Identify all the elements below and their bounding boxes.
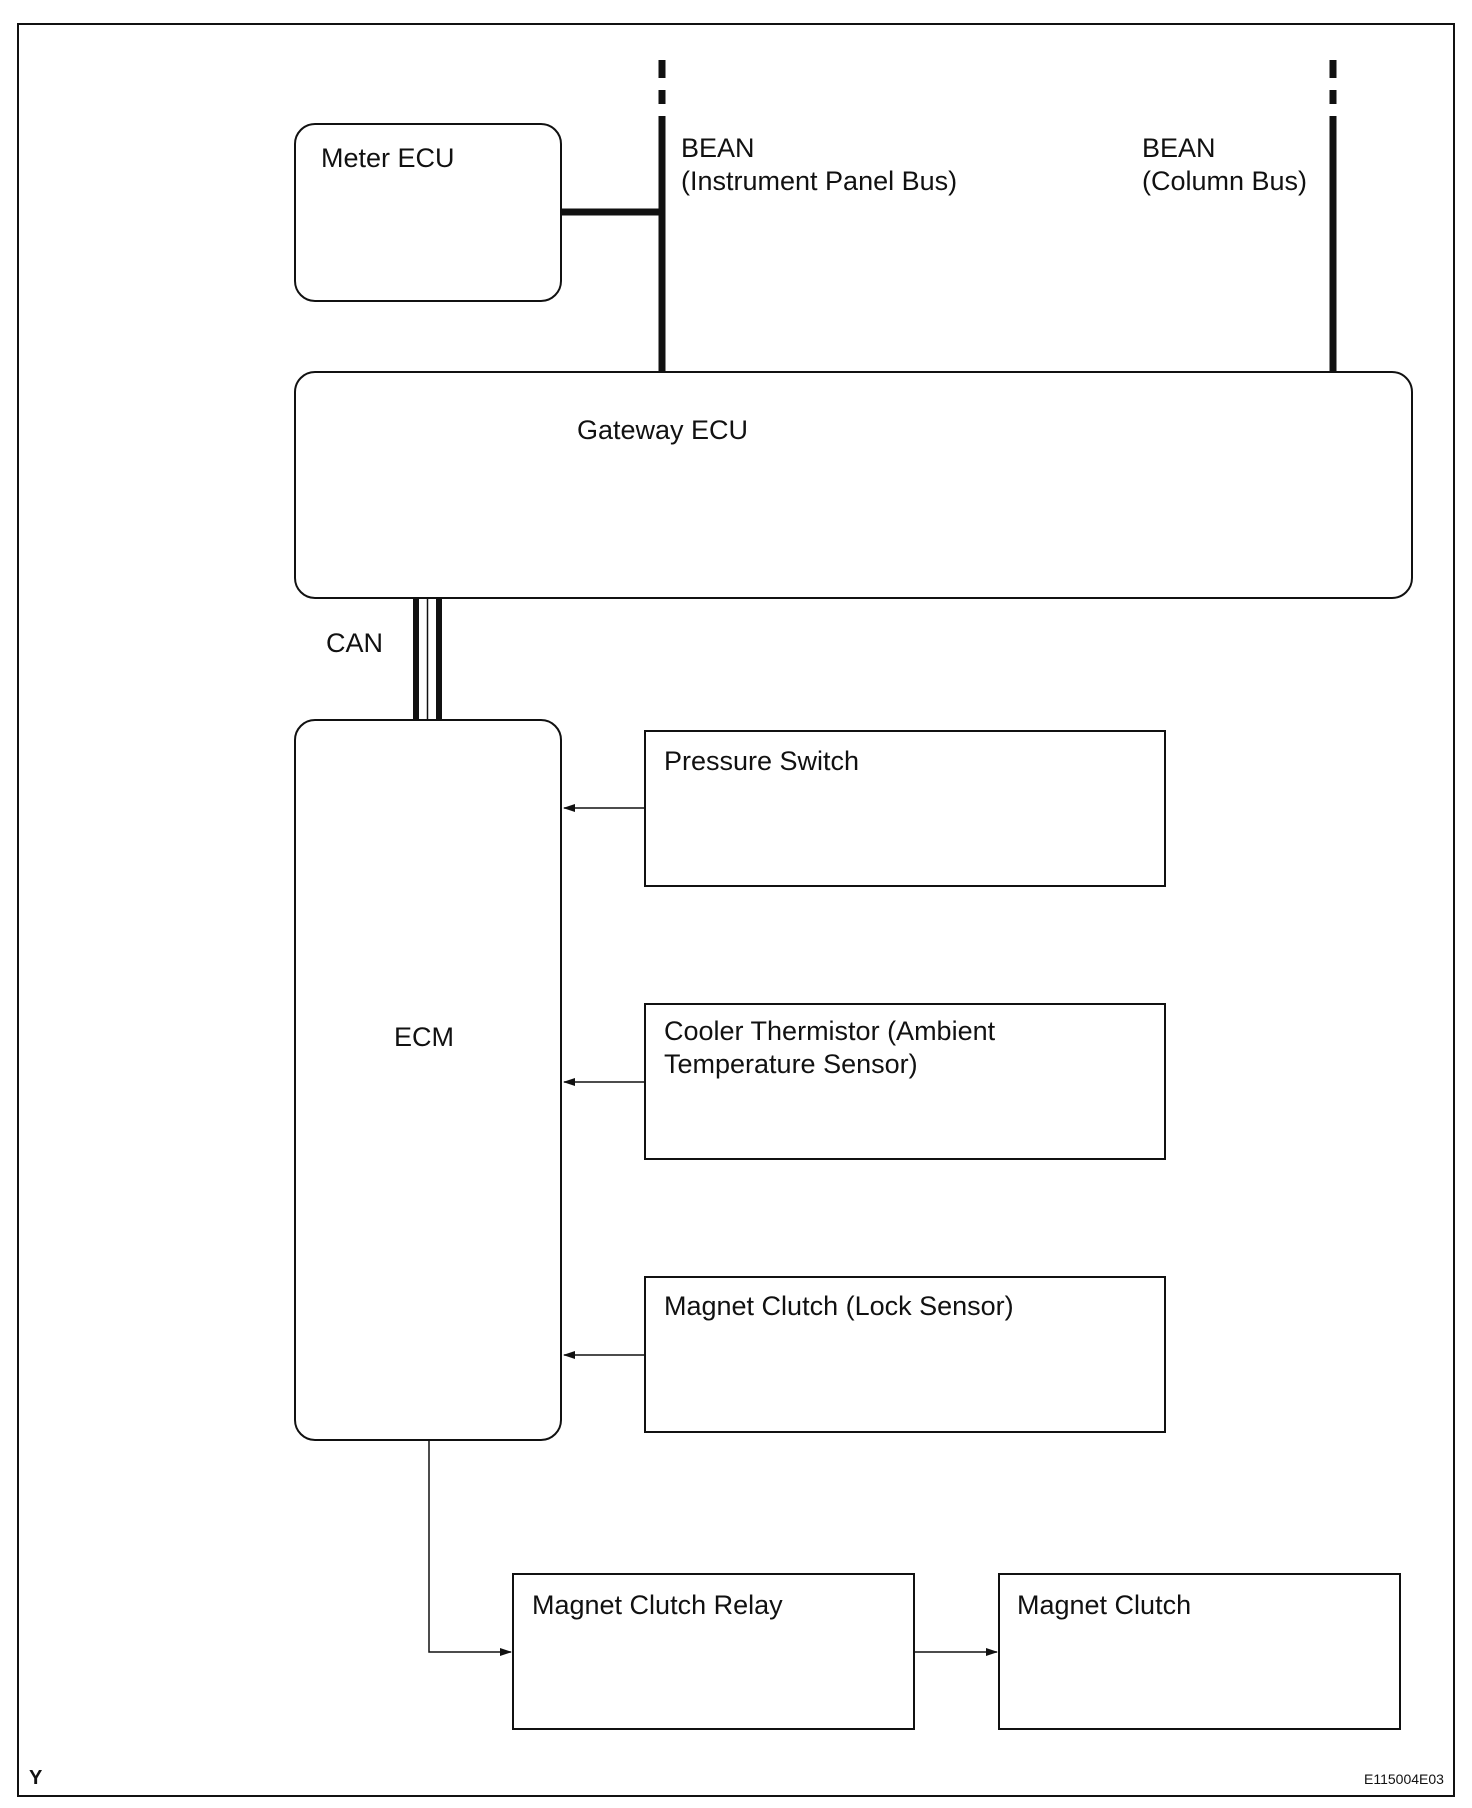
outer-frame [17, 23, 1455, 1797]
magnet-clutch-label: Magnet Clutch [1017, 1590, 1192, 1620]
gateway-ecu-box [294, 371, 1413, 599]
ecm-box [294, 719, 562, 1441]
lock-sensor-label: Magnet Clutch (Lock Sensor) [664, 1291, 1014, 1321]
cooler-thermistor-label-line1: Cooler Thermistor (Ambient [664, 1016, 996, 1046]
magnet-clutch-relay-label: Magnet Clutch Relay [532, 1590, 783, 1620]
ecm-to-relay-arrow [428, 1440, 512, 1656]
pressure-switch-label: Pressure Switch [664, 746, 860, 776]
bean-instrument-label-line2: (Instrument Panel Bus) [681, 166, 958, 196]
figure-code: E115004E03 [1364, 1771, 1444, 1787]
magnet-clutch-box [998, 1573, 1401, 1730]
bean-instrument-label-line1: BEAN [681, 133, 755, 163]
ecm-label: ECM [394, 1022, 454, 1052]
can-label: CAN [326, 628, 384, 658]
gateway-ecu-label: Gateway ECU [577, 415, 749, 445]
cooler-thermistor-label-line2: Temperature Sensor) [664, 1049, 918, 1079]
corner-mark: Y [29, 1767, 43, 1789]
meter-ecu-label: Meter ECU [321, 143, 455, 173]
bean-column-label-line2: (Column Bus) [1142, 166, 1308, 196]
bean-column-label-line1: BEAN [1142, 133, 1216, 163]
